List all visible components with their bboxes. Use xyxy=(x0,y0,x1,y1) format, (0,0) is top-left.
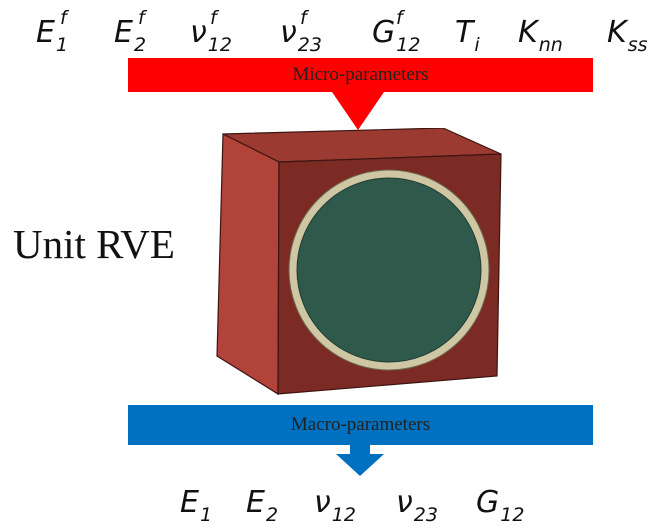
macro-param-e1: E1 xyxy=(180,485,213,526)
macro-param-nu12: ν12 xyxy=(314,485,356,526)
macro-param-g12: G12 xyxy=(476,485,525,526)
macro-parameters-bar: Macro-parameters xyxy=(128,405,593,445)
micro-parameters-label: Micro-parameters xyxy=(292,64,429,85)
unit-rve-label: Unit RVE xyxy=(13,221,175,267)
micro-down-arrow-icon xyxy=(332,92,384,130)
fiber-circle xyxy=(296,177,482,363)
cube-side-face xyxy=(216,133,280,396)
macro-parameter-symbols: E1 E2 ν12 ν23 G12 xyxy=(0,476,659,530)
micro-param-knn: Knn xyxy=(518,15,563,56)
micro-param-kss: Kss xyxy=(607,15,648,56)
micro-param-ti: Ti xyxy=(455,15,480,56)
macro-down-arrow-icon xyxy=(336,454,384,476)
macro-arrow-stem xyxy=(350,443,370,457)
rve-cube xyxy=(216,128,502,396)
macro-parameters-label: Macro-parameters xyxy=(290,414,431,435)
macro-param-e2: E2 xyxy=(246,485,279,526)
micro-parameters-bar: Micro-parameters xyxy=(128,58,593,92)
macro-param-nu23: ν23 xyxy=(396,485,438,526)
